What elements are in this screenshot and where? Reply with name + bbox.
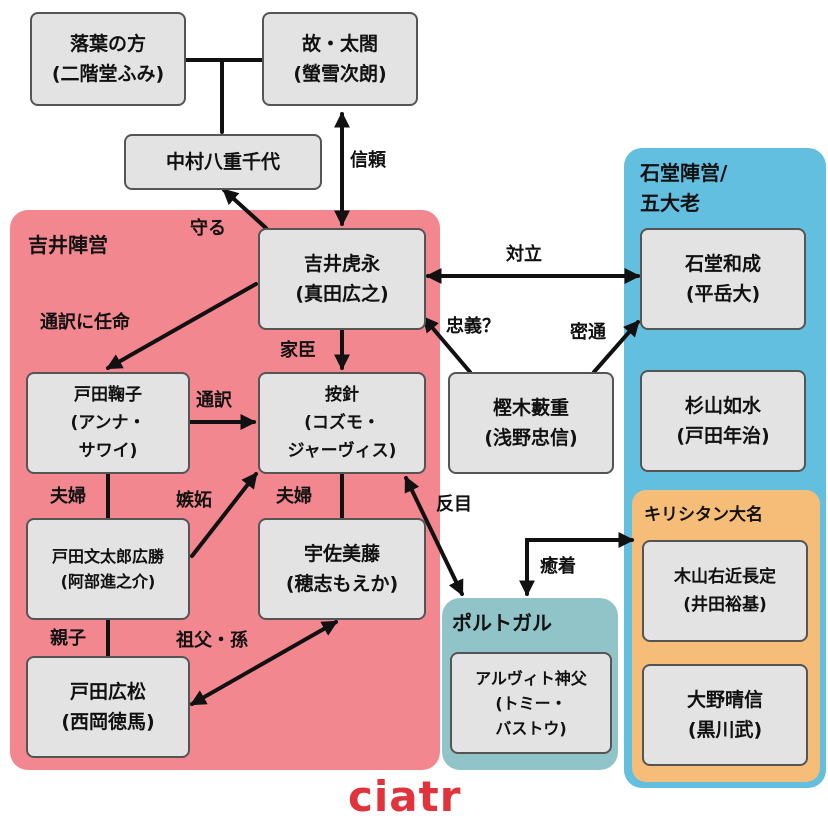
- node-nakamura-name: 中村八重千代: [165, 151, 280, 173]
- node-mariko-name: 戸田鞠子: [74, 385, 142, 405]
- edge-label-sofu-mago: 祖父・孫: [176, 630, 248, 651]
- node-buntaro-name: 戸田文太郎広勝: [51, 547, 164, 566]
- ciatr-logo: ciatr: [348, 772, 462, 821]
- edge-label-shitto: 嫉妬: [176, 490, 212, 511]
- yoshii-camp-label: 吉井陣営: [28, 233, 108, 257]
- edge-label-yuchaku: 癒着: [540, 556, 576, 577]
- node-toranaga-name: 吉井虎永: [303, 253, 380, 275]
- edge-label-oyako: 親子: [50, 628, 86, 649]
- node-fuji[interactable]: 宇佐美藤 (穂志もえか): [258, 518, 426, 620]
- node-ochiba[interactable]: 落葉の方 (二階堂ふみ): [30, 12, 186, 106]
- edge-label-mamoru: 守る: [190, 218, 226, 239]
- node-kiyama[interactable]: 木山右近長定 (井田裕基): [642, 540, 808, 642]
- edge-label-tairitsu: 対立: [506, 244, 542, 265]
- node-kashigi-name: 樫木藪重: [492, 397, 569, 419]
- node-alvito-actor-1: (トミー・: [495, 693, 567, 713]
- node-kiyama-name: 木山右近長定: [674, 567, 776, 587]
- node-anjin[interactable]: 按針 (コズモ・ ジャーヴィス): [258, 372, 426, 474]
- edge-label-tsuyaku: 通訳: [196, 390, 232, 411]
- node-fuji-name: 宇佐美藤: [303, 543, 380, 565]
- node-alvito-name: アルヴィト神父: [475, 668, 587, 688]
- node-taiko-actor: (螢雪次朗): [293, 63, 387, 85]
- edge-label-fufu-1: 夫婦: [50, 486, 86, 507]
- edge-hanmoku: [404, 475, 464, 597]
- node-hiromatsu-name: 戸田広松: [69, 681, 146, 703]
- node-anjin-actor-1: (コズモ・: [304, 413, 380, 433]
- node-alvito-actor-2: バストウ): [495, 718, 567, 738]
- kirishitan-label: キリシタン大名: [644, 505, 763, 525]
- node-sugiyama-actor: (戸田年治): [676, 425, 770, 447]
- portugal-label: ポルトガル: [452, 611, 552, 635]
- ishido-camp-label-line2: 五大老: [640, 191, 700, 215]
- edge-tsuyaku-ninmei: [105, 282, 258, 370]
- node-ohno[interactable]: 大野晴信 (黒川武): [642, 664, 808, 766]
- node-mariko-actor-2: サワイ): [78, 441, 138, 461]
- edge-mittsu: [592, 320, 640, 374]
- node-ohno-name: 大野晴信: [686, 689, 763, 711]
- node-kashigi-actor: (浅野忠信): [484, 427, 578, 449]
- node-kiyama-actor: (井田裕基): [683, 595, 767, 615]
- edge-label-tsuyaku-ninmei: 通訳に任命: [40, 312, 130, 333]
- edge-label-fufu-2: 夫婦: [276, 486, 312, 507]
- node-sugiyama[interactable]: 杉山如水 (戸田年治): [640, 370, 806, 472]
- node-buntaro-actor: (阿部進之介): [60, 572, 156, 591]
- node-mariko[interactable]: 戸田鞠子 (アンナ・ サワイ): [26, 372, 190, 474]
- node-alvito[interactable]: アルヴィト神父 (トミー・ バストウ): [450, 652, 612, 754]
- edge-label-kashin: 家臣: [280, 340, 316, 361]
- node-hiromatsu[interactable]: 戸田広松 (西岡徳馬): [26, 656, 190, 758]
- node-ishido-name: 石堂和成: [684, 253, 761, 275]
- node-taiko-name: 故・太閤: [301, 33, 378, 55]
- node-kashigi[interactable]: 樫木藪重 (浅野忠信): [448, 372, 614, 474]
- node-ishido[interactable]: 石堂和成 (平岳大): [640, 228, 806, 330]
- node-mariko-actor-1: (アンナ・: [70, 413, 146, 433]
- edge-mamoru: [222, 188, 268, 230]
- node-anjin-name: 按針: [325, 385, 359, 405]
- node-ochiba-name: 落葉の方: [69, 33, 146, 55]
- edge-chugi: [422, 316, 472, 374]
- edge-label-shinrai: 信頼: [350, 150, 386, 171]
- node-nakamura[interactable]: 中村八重千代: [124, 134, 322, 190]
- edge-label-hanmoku: 反目: [436, 494, 472, 515]
- node-buntaro[interactable]: 戸田文太郎広勝 (阿部進之介): [26, 518, 190, 620]
- node-fuji-actor: (穂志もえか): [285, 573, 399, 595]
- edge-label-chugi: 忠義？: [446, 316, 500, 337]
- node-hiromatsu-actor: (西岡徳馬): [61, 711, 155, 733]
- node-ohno-actor: (黒川武): [687, 719, 763, 741]
- node-toranaga-actor: (真田広之): [295, 283, 389, 305]
- edge-sofu-mago: [189, 620, 339, 706]
- node-toranaga[interactable]: 吉井虎永 (真田広之): [258, 228, 426, 330]
- node-ochiba-actor: (二階堂ふみ): [51, 63, 165, 85]
- node-sugiyama-name: 杉山如水: [684, 395, 761, 417]
- edge-label-mittsu: 密通: [570, 322, 606, 343]
- ishido-camp-label-line1: 石堂陣営/: [640, 161, 728, 185]
- node-anjin-actor-2: ジャーヴィス): [287, 441, 397, 461]
- node-taiko[interactable]: 故・太閤 (螢雪次朗): [262, 12, 418, 106]
- edge-yuchaku: [519, 532, 635, 597]
- node-ishido-actor: (平岳大): [685, 283, 761, 305]
- edge-shitto: [190, 472, 258, 558]
